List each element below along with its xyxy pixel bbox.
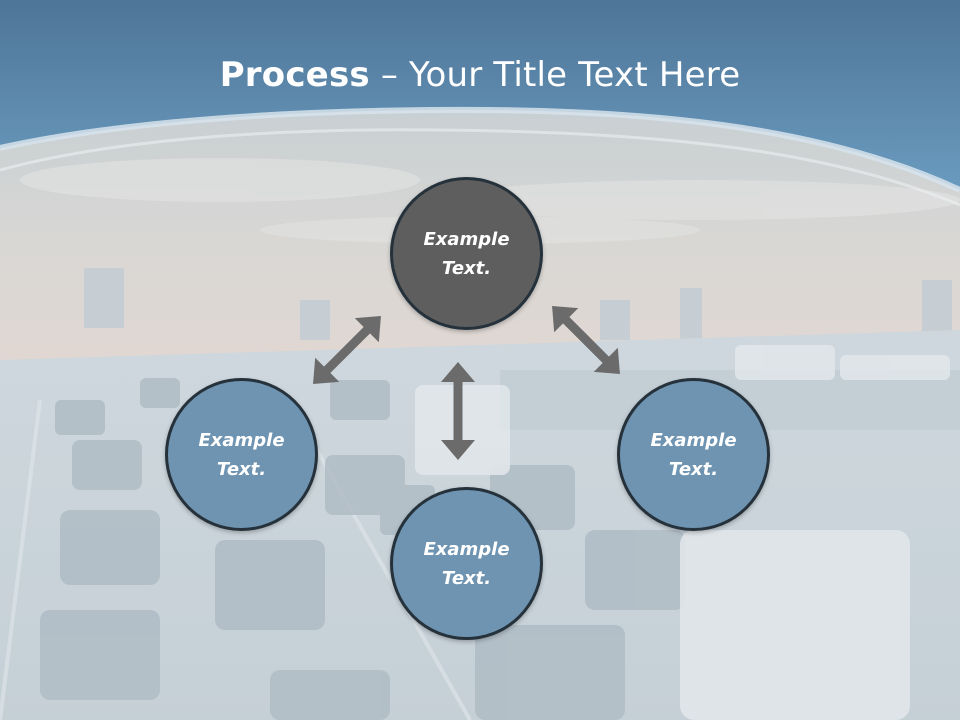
node-label: Example Text. [650,429,737,480]
node-label: Example Text. [423,538,510,589]
title-rest: – Your Title Text Here [369,55,741,95]
process-node-top[interactable]: Example Text. [390,177,543,330]
node-label: Example Text. [198,429,285,480]
slide-title: Process – Your Title Text Here [0,52,960,98]
node-label: Example Text. [423,228,510,279]
process-node-bottom[interactable]: Example Text. [390,487,543,640]
process-node-left[interactable]: Example Text. [165,378,318,531]
process-node-right[interactable]: Example Text. [617,378,770,531]
title-bold: Process [219,55,370,95]
